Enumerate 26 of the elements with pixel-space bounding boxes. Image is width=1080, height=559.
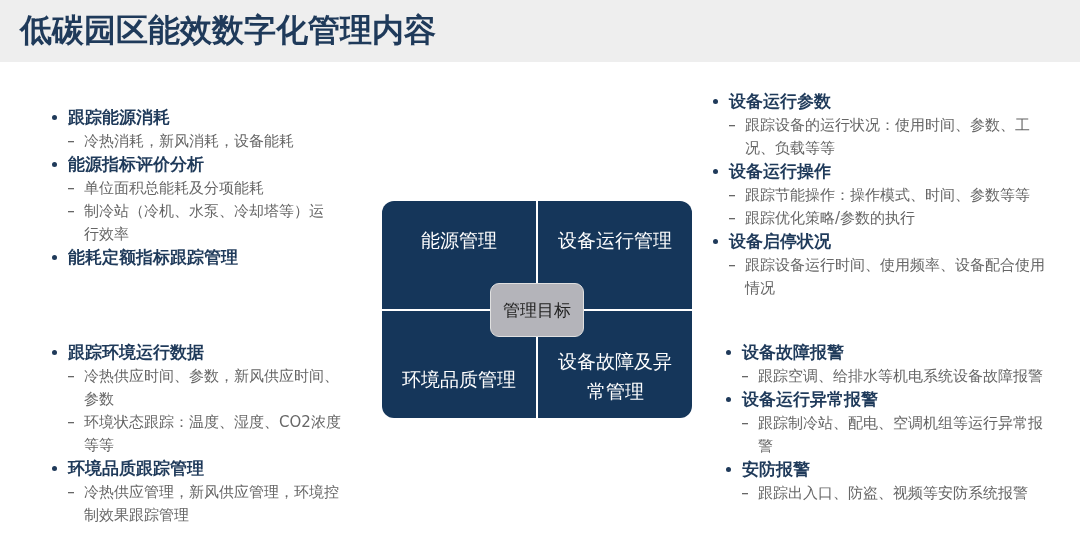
bullet-item: 跟踪制冷站、配电、空调机组等运行异常报警	[758, 413, 1044, 457]
bullet-item: 冷热供应时间、参数，新风供应时间、参数	[84, 366, 340, 410]
bullet-heading: 设备运行参数	[729, 91, 832, 113]
bullet-item: 冷热供应管理，新风供应管理，环境控制效果跟踪管理	[84, 482, 340, 526]
bullet-heading: 跟踪能源消耗	[68, 107, 171, 129]
bullet-item: 跟踪出入口、防盗、视频等安防系统报警	[758, 483, 1029, 504]
bullet-heading: 设备启停状况	[729, 231, 832, 253]
bullet-heading: 能源指标评价分析	[68, 154, 205, 176]
center-box: 管理目标	[490, 283, 584, 337]
bullet-heading: 能耗定额指标跟踪管理	[68, 247, 239, 269]
slide-title: 低碳园区能效数字化管理内容	[20, 10, 436, 51]
bullet-heading: 环境品质跟踪管理	[68, 458, 205, 480]
bullet-item: 跟踪设备运行时间、使用频率、设备配合使用情况	[745, 255, 1046, 299]
bullet-heading: 设备故障报警	[742, 342, 845, 364]
bullet-item: 冷热消耗，新风消耗，设备能耗	[84, 131, 295, 152]
bullet-heading: 设备运行异常报警	[742, 389, 879, 411]
bullet-item: 制冷站（冷机、水泵、冷却塔等）运行效率	[84, 201, 325, 245]
bullet-item: 环境状态跟踪：温度、湿度、CO2浓度等等	[84, 412, 342, 456]
bullet-item: 单位面积总能耗及分项能耗	[84, 178, 265, 199]
bullet-item: 跟踪优化策略/参数的执行	[745, 208, 917, 229]
bullet-item: 跟踪设备的运行状况：使用时间、参数、工况、负载等等	[745, 115, 1031, 159]
bullet-heading: 跟踪环境运行数据	[68, 342, 205, 364]
bullet-item: 跟踪空调、给排水等机电系统设备故障报警	[758, 366, 1044, 387]
bullet-item: 跟踪节能操作：操作模式、时间、参数等等	[745, 185, 1031, 206]
bullet-heading: 设备运行操作	[729, 161, 832, 183]
bullet-heading: 安防报警	[742, 459, 811, 481]
